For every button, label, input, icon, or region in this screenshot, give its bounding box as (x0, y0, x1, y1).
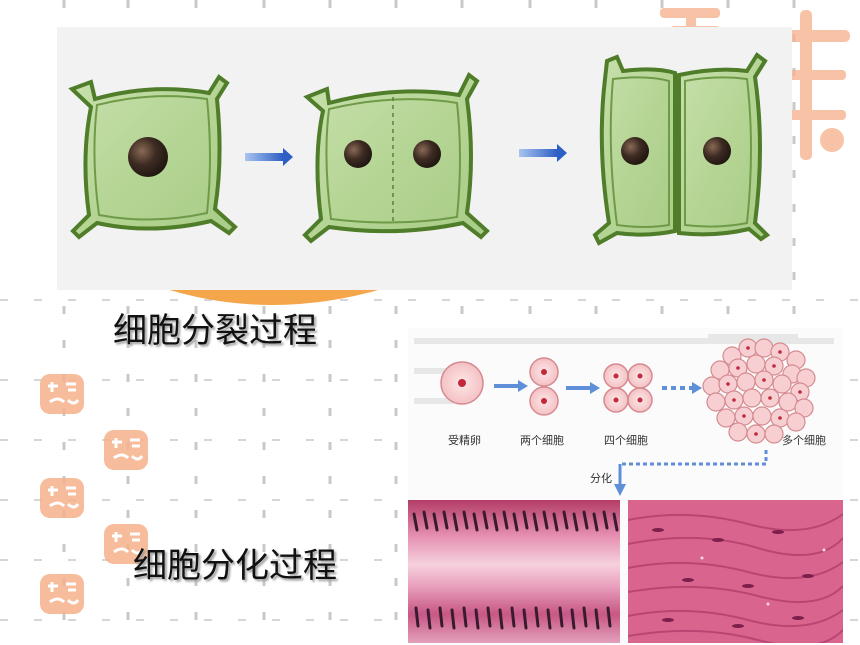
cell-division-illustration (68, 52, 771, 246)
muscle-tissue-image (628, 500, 843, 643)
cell-differentiation-caption: 细胞分化过程 (133, 546, 337, 586)
daughter-cells (592, 52, 771, 246)
cell-division-panel (57, 27, 792, 290)
cell-differentiation-illustration (414, 334, 834, 496)
four-cell-stage (603, 363, 653, 413)
many-cells-label: 多个细胞 (782, 434, 826, 447)
many-cell-stage (702, 338, 816, 444)
differentiation-branch-arrow-icon (614, 450, 768, 496)
cell-division-caption: 细胞分裂过程 (113, 311, 317, 351)
nucleus (413, 140, 441, 168)
seal-stamp-icon (104, 524, 148, 564)
nucleus (128, 137, 168, 177)
two-cells-label: 两个细胞 (520, 434, 564, 447)
dividing-cell (302, 71, 490, 244)
seal-stamp-icon (40, 374, 84, 414)
arrow-right-icon (494, 380, 528, 392)
nucleus (344, 140, 372, 168)
dashed-arrow-right-icon (662, 382, 702, 394)
seal-stamp-icon (40, 478, 84, 518)
seal-stamp-icon (104, 430, 148, 470)
zygote-cell (440, 361, 484, 405)
two-cell-stage (529, 357, 559, 416)
epithelial-tissue-image (408, 500, 620, 643)
nucleus (703, 137, 731, 165)
nucleus (621, 137, 649, 165)
seal-stamp-icon (40, 574, 84, 614)
four-cells-label: 四个细胞 (604, 434, 648, 447)
parent-cell (68, 74, 238, 240)
differentiation-branch-label: 分化 (590, 472, 612, 485)
arrow-right-icon (245, 148, 293, 166)
arrow-right-icon (519, 144, 567, 162)
arrow-right-icon (566, 382, 600, 394)
cell-differentiation-panel: 受精卵 两个细胞 四个细胞 多个细胞 分化 (408, 328, 843, 643)
zygote-label: 受精卵 (448, 434, 481, 447)
